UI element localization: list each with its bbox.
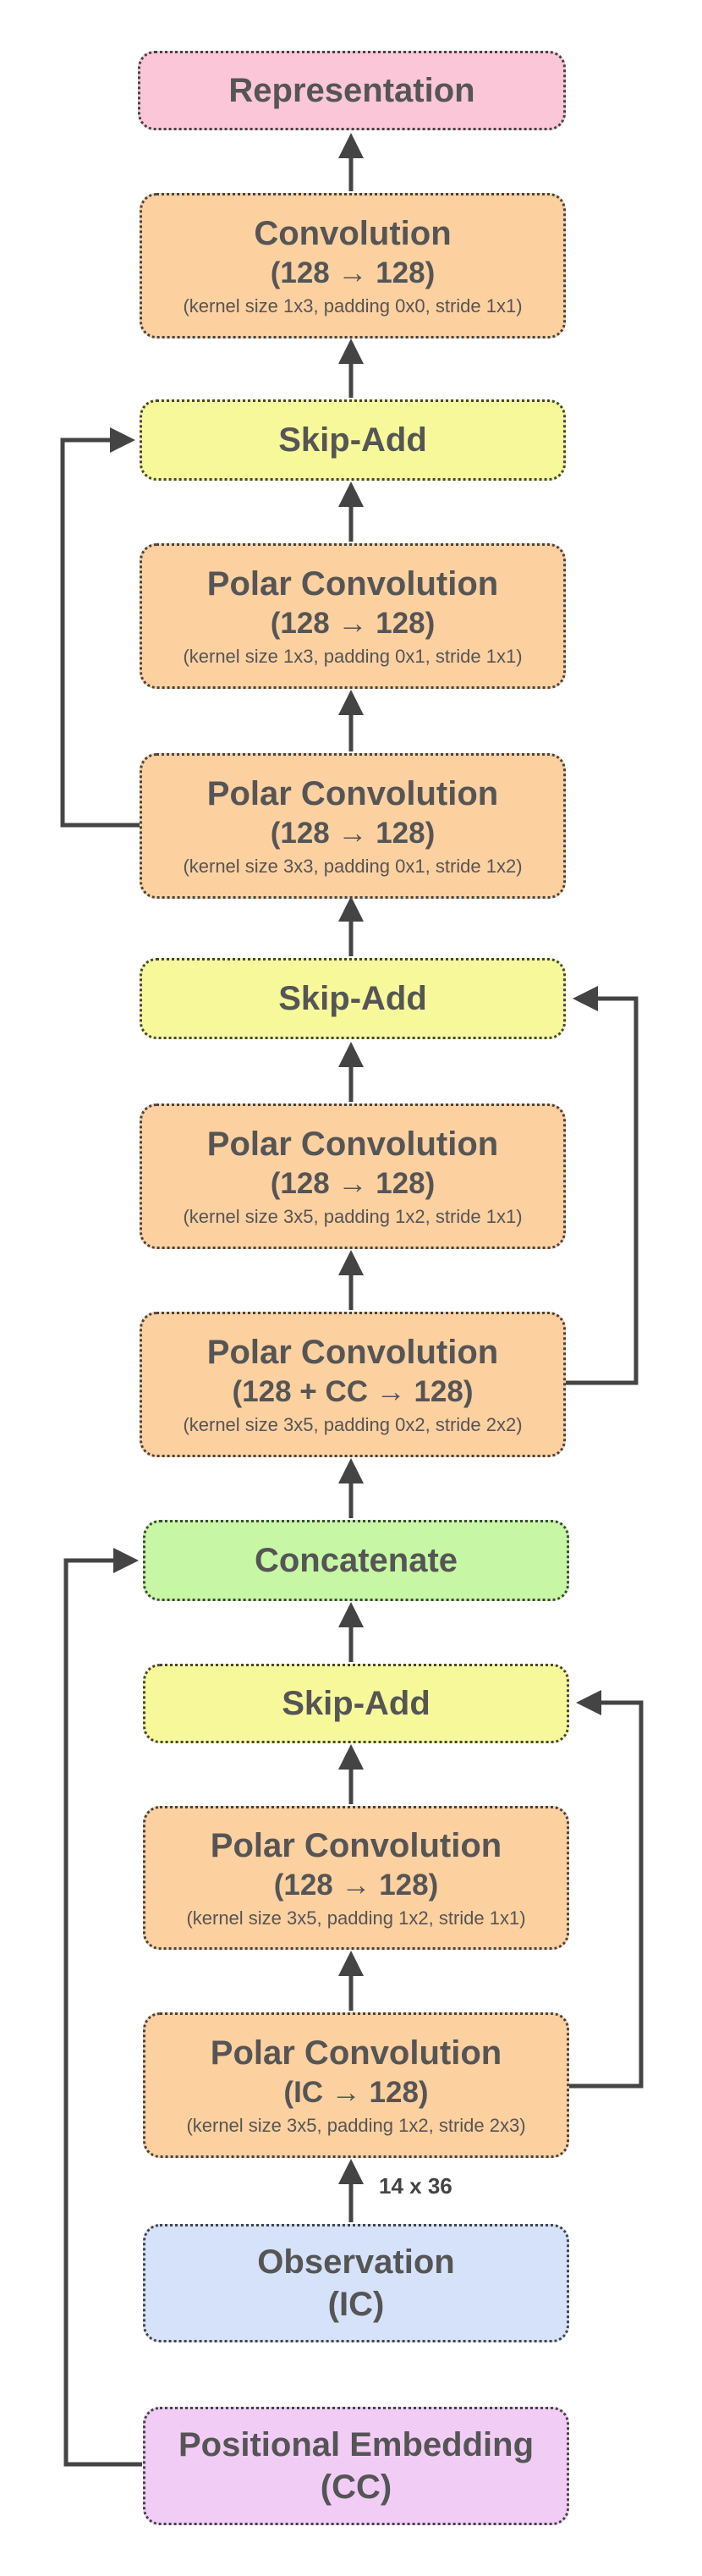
input-shape-label: 14 x 36 xyxy=(379,2173,452,2199)
representation-node: Representation xyxy=(138,51,566,130)
polar-conv-2-title: Polar Convolution xyxy=(206,775,499,812)
polar-conv-2-detail: (kernel size 3x3, padding 0x1, stride 1x… xyxy=(183,856,523,877)
observation-node: Observation (IC) xyxy=(143,2224,569,2342)
polar-conv-5-detail: (kernel size 3x5, padding 1x2, stride 1x… xyxy=(186,1907,526,1929)
polar-convolution-node-5: Polar Convolution (128 → 128) (kernel si… xyxy=(143,1806,569,1950)
skip-add-node-2: Skip-Add xyxy=(140,958,566,1039)
polar-conv-6-channels: (IC → 128) xyxy=(283,2076,429,2109)
polar-convolution-node-3: Polar Convolution (128 → 128) (kernel si… xyxy=(140,1104,566,1249)
polar-conv-3-title: Polar Convolution xyxy=(206,1126,499,1163)
convolution-channels: (128 → 128) xyxy=(270,256,436,289)
positional-embedding-title: Positional Embedding xyxy=(178,2426,535,2463)
skip-arrow-posemb-to-concat xyxy=(63,1548,142,2467)
polar-conv-3-detail: (kernel size 3x5, padding 1x2, stride 1x… xyxy=(183,1206,523,1227)
skip-arrow-polar4-to-skipadd2 xyxy=(565,986,639,1385)
polar-convolution-node-2: Polar Convolution (128 → 128) (kernel si… xyxy=(140,753,566,899)
skip-add-2-title: Skip-Add xyxy=(278,980,427,1017)
convolution-title: Convolution xyxy=(254,215,452,252)
polar-conv-6-detail: (kernel size 3x5, padding 1x2, stride 2x… xyxy=(186,2115,526,2136)
polar-conv-5-channels: (128 → 128) xyxy=(273,1869,439,1902)
polar-conv-5-title: Polar Convolution xyxy=(210,1827,502,1864)
skip-add-3-title: Skip-Add xyxy=(282,1685,431,1722)
polar-conv-6-title: Polar Convolution xyxy=(210,2034,502,2072)
concatenate-node: Concatenate xyxy=(143,1520,569,1601)
polar-conv-3-channels: (128 → 128) xyxy=(270,1167,436,1200)
skip-arrow-polar2-to-skipadd1 xyxy=(60,427,142,828)
convolution-detail: (kernel size 1x3, padding 0x0, stride 1x… xyxy=(183,295,523,316)
polar-conv-1-detail: (kernel size 1x3, padding 0x1, stride 1x… xyxy=(183,646,523,667)
polar-conv-4-channels: (128 + CC → 128) xyxy=(232,1375,474,1408)
observation-title: Observation xyxy=(257,2243,455,2281)
concatenate-title: Concatenate xyxy=(254,1542,458,1579)
polar-conv-4-title: Polar Convolution xyxy=(206,1334,499,1371)
representation-title: Representation xyxy=(228,72,475,109)
skip-add-node-1: Skip-Add xyxy=(140,399,566,481)
polar-conv-2-channels: (128 → 128) xyxy=(270,817,436,850)
polar-convolution-node-6: Polar Convolution (IC → 128) (kernel siz… xyxy=(143,2012,569,2158)
skip-add-1-title: Skip-Add xyxy=(278,421,427,459)
observation-sub: (IC) xyxy=(327,2286,385,2323)
convolution-node: Convolution (128 → 128) (kernel size 1x3… xyxy=(140,193,566,339)
polar-convolution-node-4: Polar Convolution (128 + CC → 128) (kern… xyxy=(140,1312,566,1457)
polar-convolution-node-1: Polar Convolution (128 → 128) (kernel si… xyxy=(140,543,566,689)
skip-arrow-polar6-to-skipadd3 xyxy=(568,1690,644,2089)
polar-conv-4-detail: (kernel size 3x5, padding 0x2, stride 2x… xyxy=(183,1414,523,1435)
polar-conv-1-channels: (128 → 128) xyxy=(270,607,436,640)
positional-embedding-sub: (CC) xyxy=(320,2469,392,2506)
positional-embedding-node: Positional Embedding (CC) xyxy=(143,2407,569,2525)
polar-conv-1-title: Polar Convolution xyxy=(206,565,499,603)
skip-add-node-3: Skip-Add xyxy=(143,1664,569,1743)
